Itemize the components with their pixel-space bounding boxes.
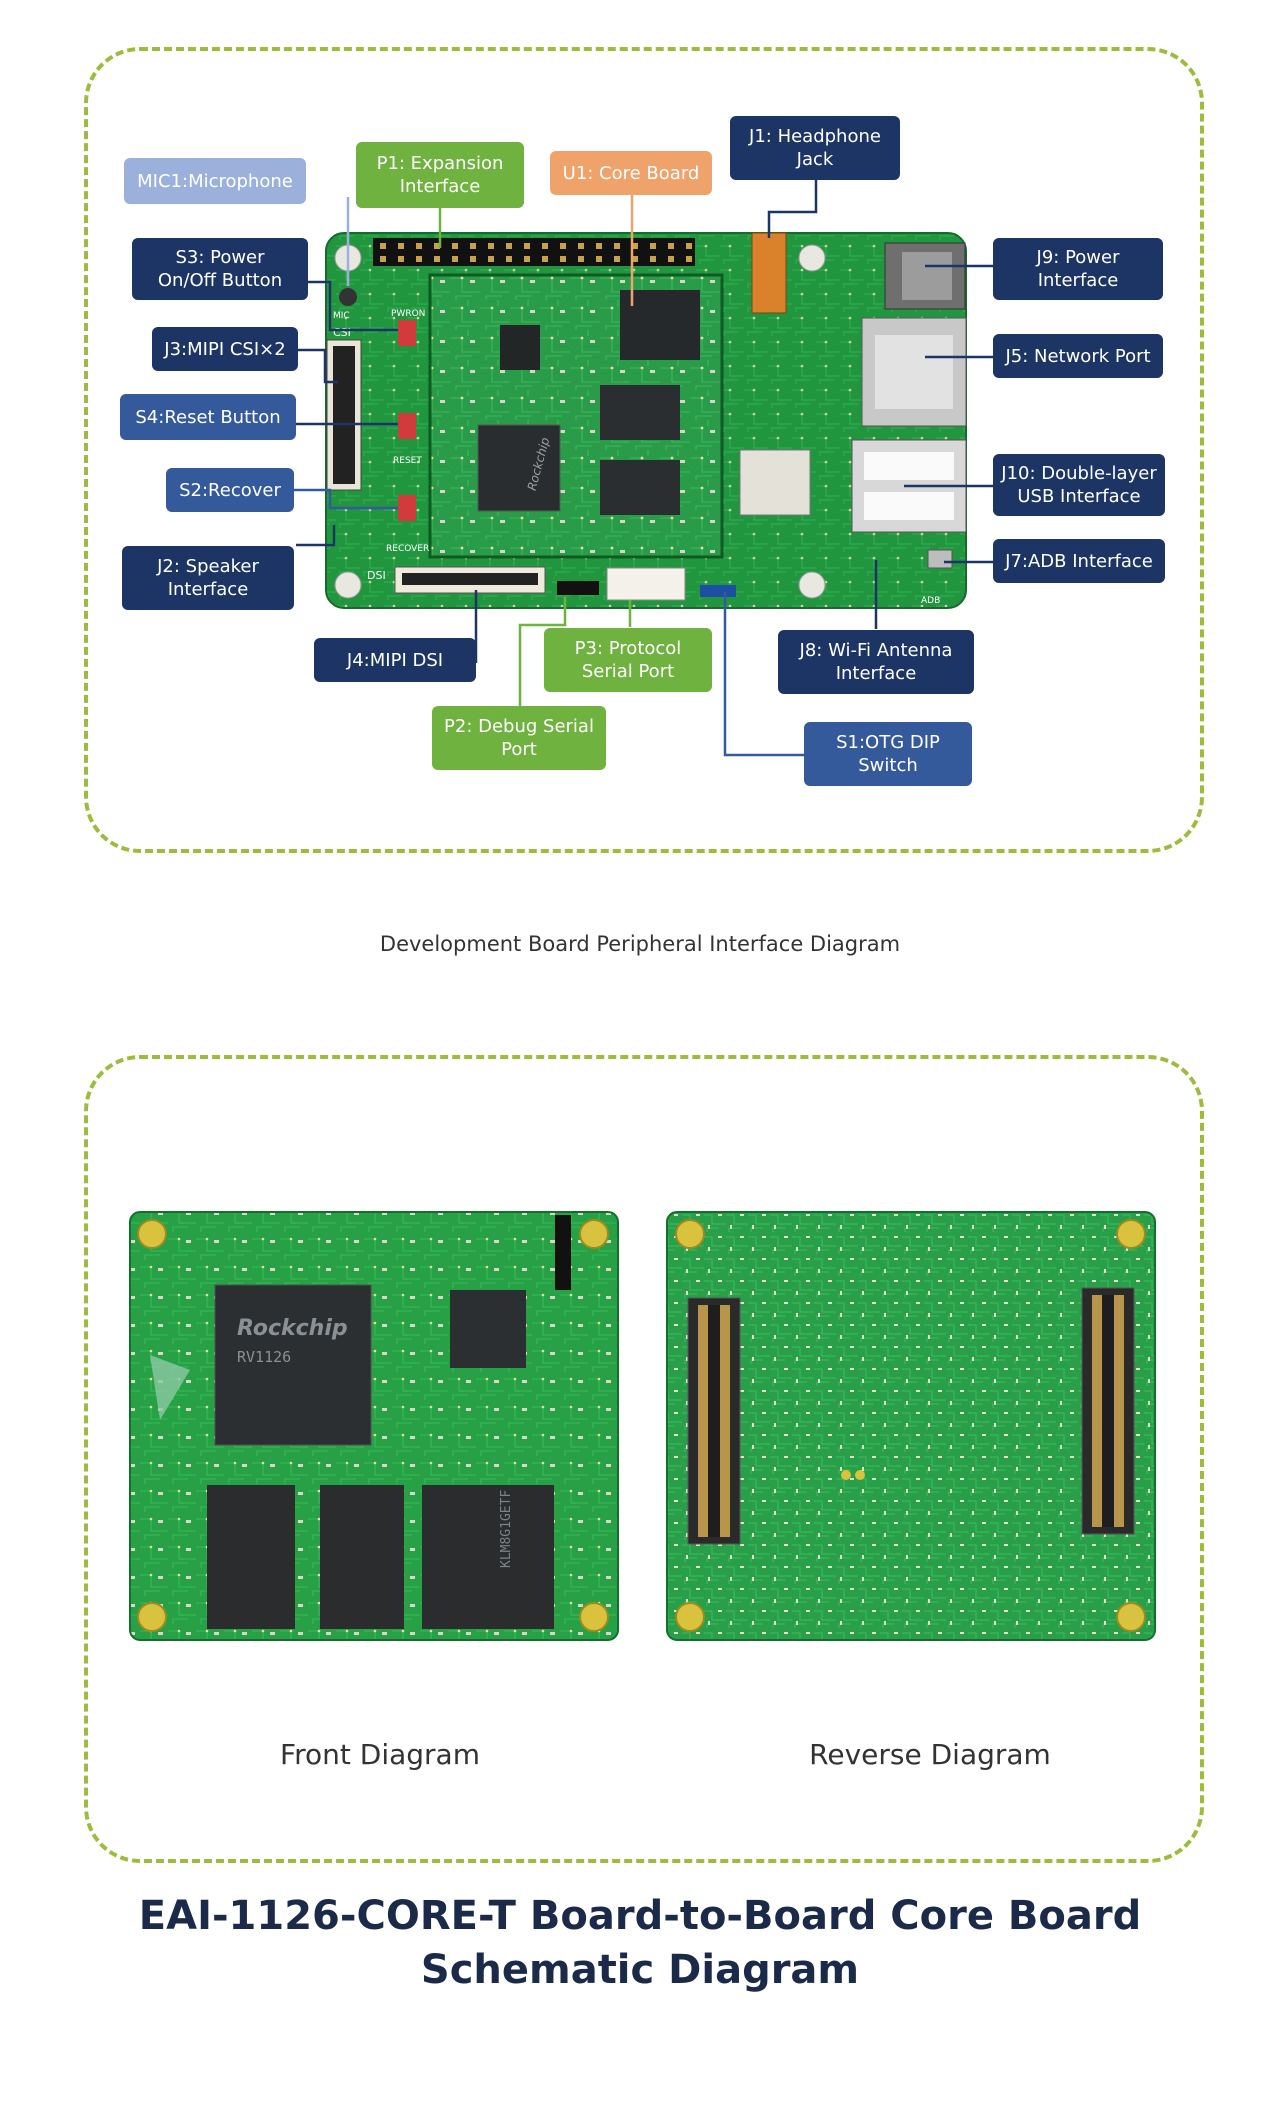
- front-pmic-chip: [450, 1290, 526, 1368]
- front-diagram-caption: Front Diagram: [280, 1738, 480, 1771]
- label-s4-reset-button: S4:Reset Button: [120, 394, 296, 440]
- label-j7-adb-interface: J7:ADB Interface: [993, 539, 1165, 583]
- front-ram-chip-1: [207, 1485, 295, 1629]
- label-mic1-microphone: MIC1:Microphone: [124, 158, 306, 204]
- page-title-line-1: EAI-1126-CORE-T Board-to-Board Core Boar…: [138, 1893, 1142, 1939]
- debug-serial-header: [557, 581, 599, 595]
- label-u1-core-board: U1: Core Board: [550, 151, 712, 195]
- label-p3-protocol-serial-port: P3: Protocol Serial Port: [544, 628, 712, 692]
- leader-j1: [767, 178, 818, 238]
- label-j8-wifi-antenna-interface: J8: Wi-Fi Antenna Interface: [778, 630, 974, 694]
- headphone-jack: [751, 232, 787, 314]
- front-emmc-label: KLM8G1GETF: [499, 1490, 514, 1568]
- protocol-serial-connector: [606, 567, 686, 601]
- label-j2-speaker-interface: J2: Speaker Interface: [122, 546, 294, 610]
- leader-j3: [298, 348, 338, 384]
- expansion-header: [373, 238, 695, 266]
- label-p2-debug-serial-port: P2: Debug Serial Port: [432, 706, 606, 770]
- silk-adb: ADB: [921, 596, 940, 606]
- label-j4-mipi-dsi: J4:MIPI DSI: [314, 638, 476, 682]
- leader-s3: [307, 280, 398, 332]
- adb-port: [927, 549, 953, 569]
- label-s1-otg-dip-switch: S1:OTG DIP Switch: [804, 722, 972, 786]
- label-j3-mipi-csi: J3:MIPI CSI×2: [152, 327, 298, 371]
- wifi-module: [739, 449, 811, 516]
- pwron-button: [398, 320, 416, 346]
- silk-reset: RESET: [393, 456, 422, 466]
- front-soc-chip: [214, 1284, 372, 1446]
- silk-mic: MIC: [333, 311, 350, 321]
- core-board-diagram-frame: [84, 1055, 1204, 1863]
- silk-recover: RECOVER: [386, 544, 429, 554]
- label-s2-recover: S2:Recover: [166, 468, 294, 512]
- core-chip-2: [620, 290, 700, 360]
- reverse-board-pcb: [666, 1211, 1156, 1641]
- reverse-diagram-caption: Reverse Diagram: [809, 1738, 1051, 1771]
- label-p1-expansion-interface: P1: Expansion Interface: [356, 142, 524, 208]
- page-title-line-2: Schematic Diagram: [420, 1947, 860, 1993]
- front-emmc-chip: [422, 1485, 554, 1629]
- front-logo-triangle: [150, 1355, 190, 1420]
- top-diagram-caption: Development Board Peripheral Interface D…: [379, 932, 901, 956]
- leader-s1: [723, 592, 804, 757]
- leader-j2: [296, 525, 336, 547]
- mic-component: [339, 288, 357, 306]
- leader-p2: [518, 597, 567, 707]
- reset-button: [398, 413, 416, 439]
- leader-s2: [293, 488, 398, 510]
- silk-dsi: DSI: [367, 569, 386, 582]
- core-soc-chip: [477, 424, 561, 512]
- label-j10-usb-interface: J10: Double-layer USB Interface: [993, 454, 1165, 516]
- front-soc-brand: Rockchip: [237, 1316, 348, 1341]
- recover-button: [398, 495, 416, 521]
- otg-switch: [700, 585, 736, 597]
- label-j9-power-interface: J9: Power Interface: [993, 238, 1163, 300]
- label-s3-power-button: S3: Power On/Off Button: [132, 238, 308, 300]
- label-j1-headphone-jack: J1: Headphone Jack: [730, 116, 900, 180]
- silk-pwron: PWRON: [391, 309, 425, 319]
- label-j5-network-port: J5: Network Port: [993, 334, 1163, 378]
- peripheral-diagram-frame: [84, 47, 1204, 853]
- front-soc-model: RV1126: [237, 1348, 291, 1366]
- front-ram-chip-2: [320, 1485, 404, 1629]
